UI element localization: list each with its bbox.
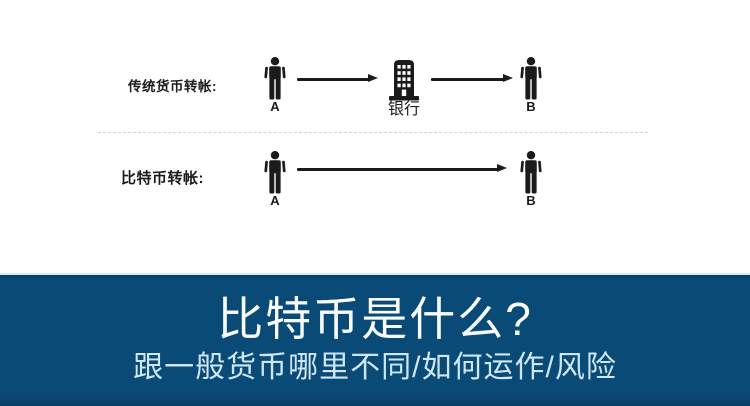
bitcoin-transfer-label: 比特币转帐: [121, 170, 204, 187]
arrow-right-icon [297, 75, 378, 82]
person-b-label: B [526, 99, 536, 114]
person-icon [520, 57, 542, 105]
arrow-right-icon [431, 75, 513, 82]
person-icon [264, 57, 286, 105]
banner-title: 比特币是什么? [217, 293, 533, 345]
arrow-right-icon [297, 165, 507, 172]
person-icon [520, 151, 542, 199]
person-icon [264, 151, 286, 199]
bank-label: 银行 [387, 101, 420, 118]
dashed-divider [98, 132, 648, 133]
person-a-label: A [270, 193, 280, 208]
bank-building-icon [387, 58, 421, 107]
banner-subtitle: 跟一般货币哪里不同/如何运作/风险 [133, 351, 617, 384]
title-banner: 比特币是什么? 跟一般货币哪里不同/如何运作/风险 [0, 273, 750, 406]
person-a-label: A [270, 99, 280, 114]
person-b-label: B [526, 193, 536, 208]
traditional-transfer-label: 传统货币转帐: [128, 79, 217, 94]
